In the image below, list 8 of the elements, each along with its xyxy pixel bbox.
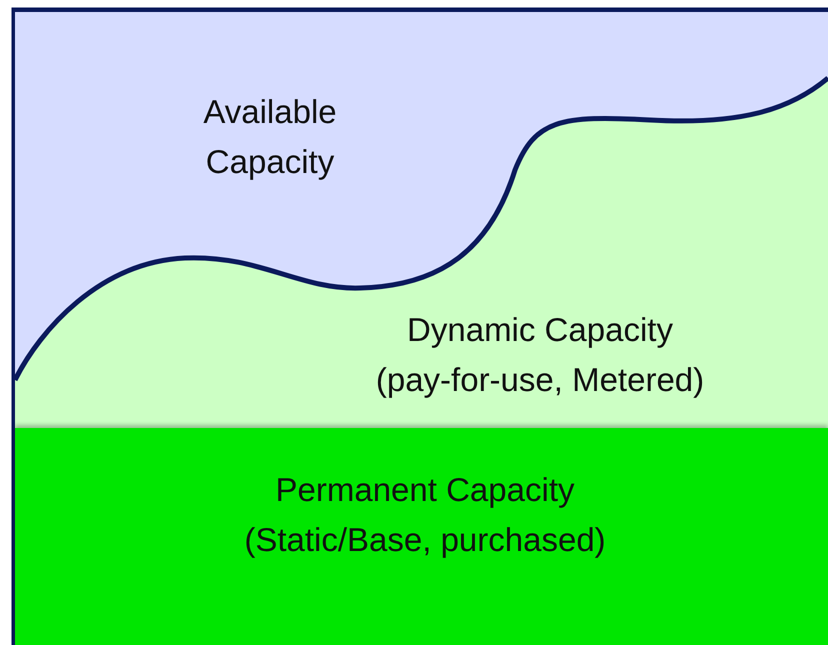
region-note: (pay-for-use, Metered) (376, 360, 704, 400)
region-note: (Static/Base, purchased) (244, 520, 606, 560)
region-label: Dynamic Capacity (406, 310, 674, 350)
wave-region (15, 76, 828, 428)
upper-region (15, 12, 828, 428)
region-label: Permanent Capacity (274, 470, 576, 510)
base-band (15, 428, 828, 645)
region-label: Available Capacity (202, 92, 338, 182)
